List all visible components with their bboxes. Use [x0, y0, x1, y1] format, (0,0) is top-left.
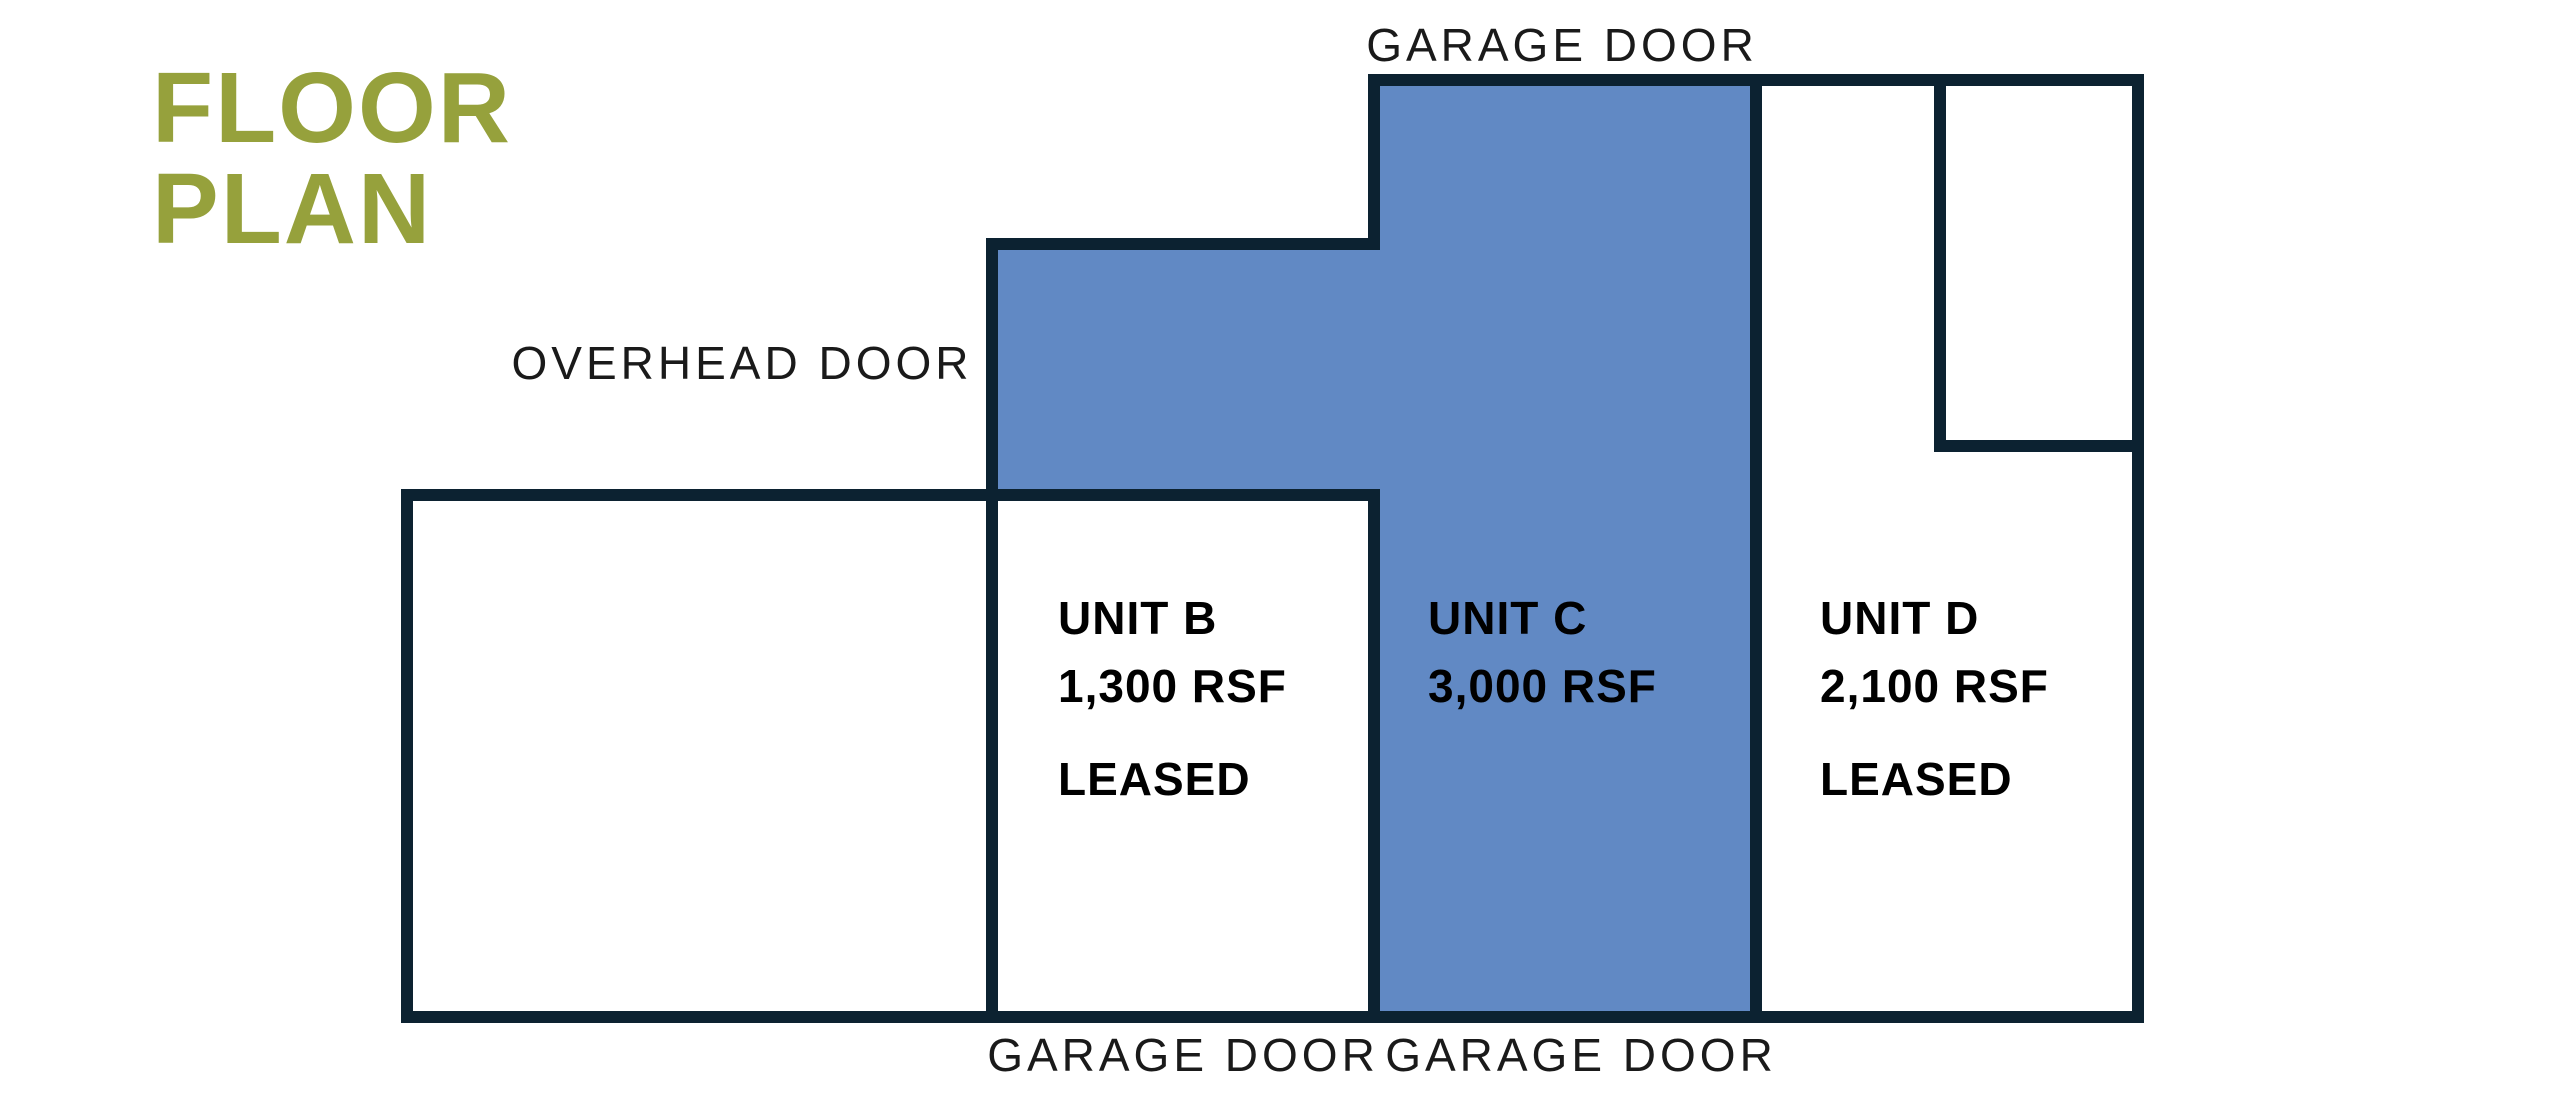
- page-title-line1: FLOOR: [152, 52, 512, 164]
- garage-door-label-bottom-right: GARAGE DOOR: [1385, 1029, 1777, 1081]
- unit-b-status: LEASED: [1058, 753, 1251, 805]
- left-room-shape: [401, 489, 998, 1023]
- unit-c-size: 3,000 RSF: [1428, 660, 1657, 712]
- unit-b-name: UNIT B: [1058, 592, 1218, 644]
- garage-door-label-bottom-left: GARAGE DOOR: [987, 1029, 1379, 1081]
- overhead-door-label: OVERHEAD DOOR: [511, 337, 973, 389]
- unit-b-room-shape: [986, 489, 1380, 1023]
- unit-b-size: 1,300 RSF: [1058, 660, 1287, 712]
- unit-b-label: UNIT B 1,300 RSF LEASED: [1058, 584, 1287, 813]
- unit-d-label: UNIT D 2,100 RSF LEASED: [1820, 584, 2049, 813]
- unit-d-corner-room-shape: [1934, 74, 2144, 452]
- page-title-line2: PLAN: [152, 153, 433, 265]
- unit-d-size: 2,100 RSF: [1820, 660, 2049, 712]
- unit-c-name: UNIT C: [1428, 592, 1588, 644]
- page-title: FLOOR PLAN: [152, 58, 512, 260]
- unit-c-label: UNIT C 3,000 RSF: [1428, 584, 1657, 745]
- garage-door-label-top: GARAGE DOOR: [1366, 19, 1758, 71]
- unit-d-name: UNIT D: [1820, 592, 1980, 644]
- unit-d-status: LEASED: [1820, 753, 2013, 805]
